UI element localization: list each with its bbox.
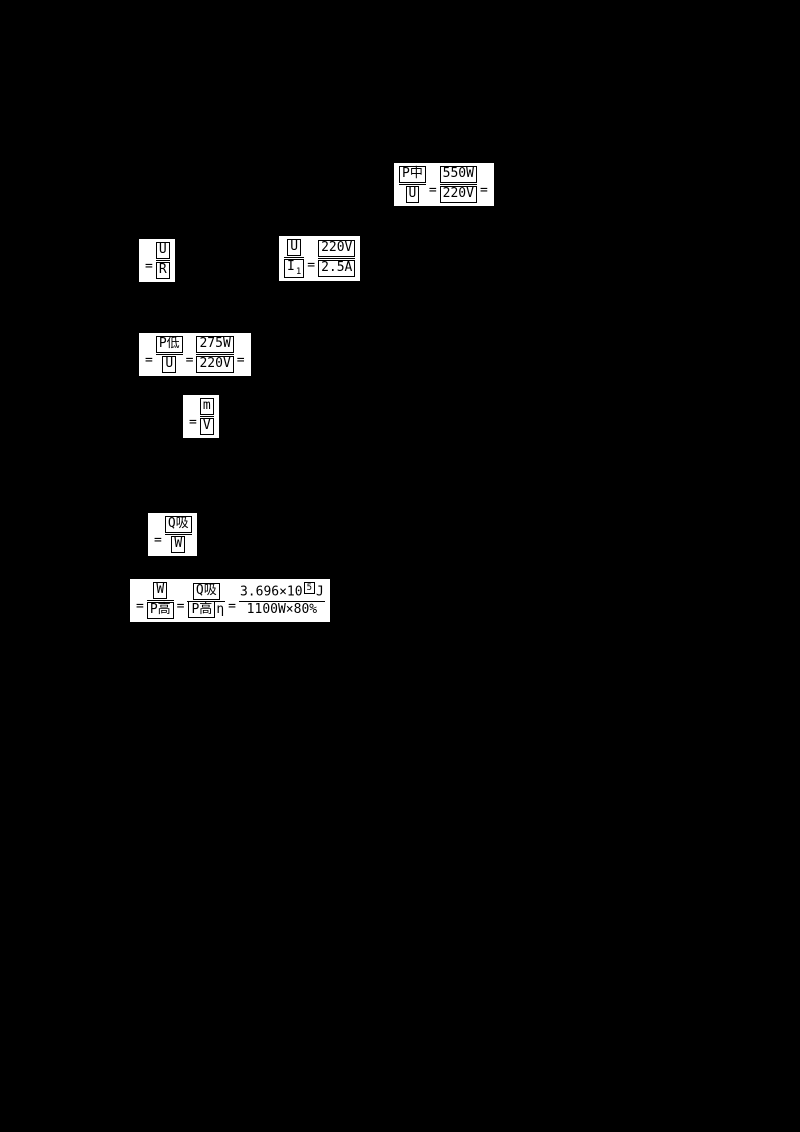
fraction-bar bbox=[199, 415, 214, 417]
denominator-2-5a: 2.5A bbox=[318, 259, 356, 277]
equals-sign: = bbox=[145, 258, 153, 274]
fraction-u-over-i1: U I1 bbox=[284, 239, 305, 278]
equals-sign: = bbox=[307, 257, 316, 273]
equals-sign: = bbox=[428, 182, 437, 198]
numerator-275w: 275W bbox=[196, 336, 234, 353]
current-symbol: I bbox=[287, 258, 295, 274]
p-high-symbol: P高 bbox=[188, 600, 216, 618]
fraction-p-low-over-u: P低 U bbox=[155, 336, 183, 373]
equals-sign: = bbox=[189, 414, 197, 430]
fraction-bar bbox=[318, 257, 356, 259]
numerator-u: U bbox=[155, 242, 170, 259]
subscript-1: 1 bbox=[295, 266, 302, 277]
fraction-275w-over-220v: 275W 220V bbox=[196, 336, 234, 373]
equals-sign: = bbox=[136, 598, 144, 614]
fraction-bar bbox=[439, 183, 477, 185]
numerator-220v: 220V bbox=[318, 240, 356, 257]
denominator-v: V bbox=[199, 417, 214, 435]
denominator-power-times-efficiency: 1100W×80% bbox=[246, 602, 318, 618]
numerator-m: m bbox=[199, 398, 214, 415]
numerator-p-medium: P中 bbox=[399, 166, 426, 183]
denominator-220v: 220V bbox=[439, 185, 477, 203]
exponent-5: 5 bbox=[303, 581, 316, 594]
denominator-u: U bbox=[405, 185, 420, 203]
denominator-r: R bbox=[155, 261, 170, 279]
equals-sign: = bbox=[145, 352, 153, 368]
denominator-u: U bbox=[162, 355, 177, 373]
fraction-m-over-v: m V bbox=[199, 398, 214, 435]
numerator-q-absorbed: Q吸 bbox=[164, 516, 192, 533]
joule-unit: J bbox=[316, 584, 324, 600]
equals-sign: = bbox=[479, 182, 488, 198]
fraction-bar bbox=[284, 256, 305, 258]
numerator-u: U bbox=[287, 239, 302, 256]
formula-voltage-over-current: U I1 = 220V 2.5A bbox=[279, 236, 361, 281]
denominator-220v: 220V bbox=[196, 355, 234, 373]
denominator-p-high: P高 bbox=[146, 601, 174, 619]
formula-density: = m V bbox=[183, 395, 219, 438]
equals-sign: = bbox=[185, 352, 194, 368]
fraction-bar bbox=[187, 600, 226, 602]
eta-symbol: η bbox=[216, 601, 225, 617]
formula-low-power-current: = P低 U = 275W 220V = bbox=[139, 333, 251, 376]
fraction-u-over-r: U R bbox=[155, 242, 170, 279]
fraction-bar bbox=[146, 599, 174, 601]
equals-sign: = bbox=[154, 532, 162, 548]
formula-medium-power-current: P中 U = 550W 220V = bbox=[394, 163, 494, 206]
fraction-bar bbox=[399, 183, 426, 185]
fraction-p-medium-over-u: P中 U bbox=[399, 166, 426, 203]
numerator-w: W bbox=[153, 582, 168, 599]
numerator-p-low: P低 bbox=[155, 336, 183, 353]
fraction-bar bbox=[155, 259, 170, 261]
equals-sign: = bbox=[176, 598, 185, 614]
equals-sign: = bbox=[228, 598, 236, 614]
fraction-bar bbox=[196, 353, 234, 355]
formula-ohms-law: = U R bbox=[139, 239, 175, 282]
fraction-bar bbox=[238, 601, 325, 603]
denominator-i1: I1 bbox=[284, 258, 305, 278]
fraction-bar bbox=[164, 533, 192, 535]
energy-mantissa: 3.696×10 bbox=[239, 584, 303, 600]
formula-efficiency: = Q吸 W bbox=[148, 513, 197, 556]
numerator-550w: 550W bbox=[439, 166, 477, 183]
fraction-w-over-p-high: W P高 bbox=[146, 582, 174, 619]
numerator-q-absorbed: Q吸 bbox=[192, 583, 220, 600]
fraction-bar bbox=[155, 353, 183, 355]
fraction-q-absorbed-over-w: Q吸 W bbox=[164, 516, 192, 553]
fraction-220v-over-2-5a: 220V 2.5A bbox=[318, 240, 356, 277]
equals-sign: = bbox=[236, 352, 245, 368]
denominator-w: W bbox=[171, 535, 186, 553]
fraction-550w-over-220v: 550W 220V bbox=[439, 166, 477, 203]
